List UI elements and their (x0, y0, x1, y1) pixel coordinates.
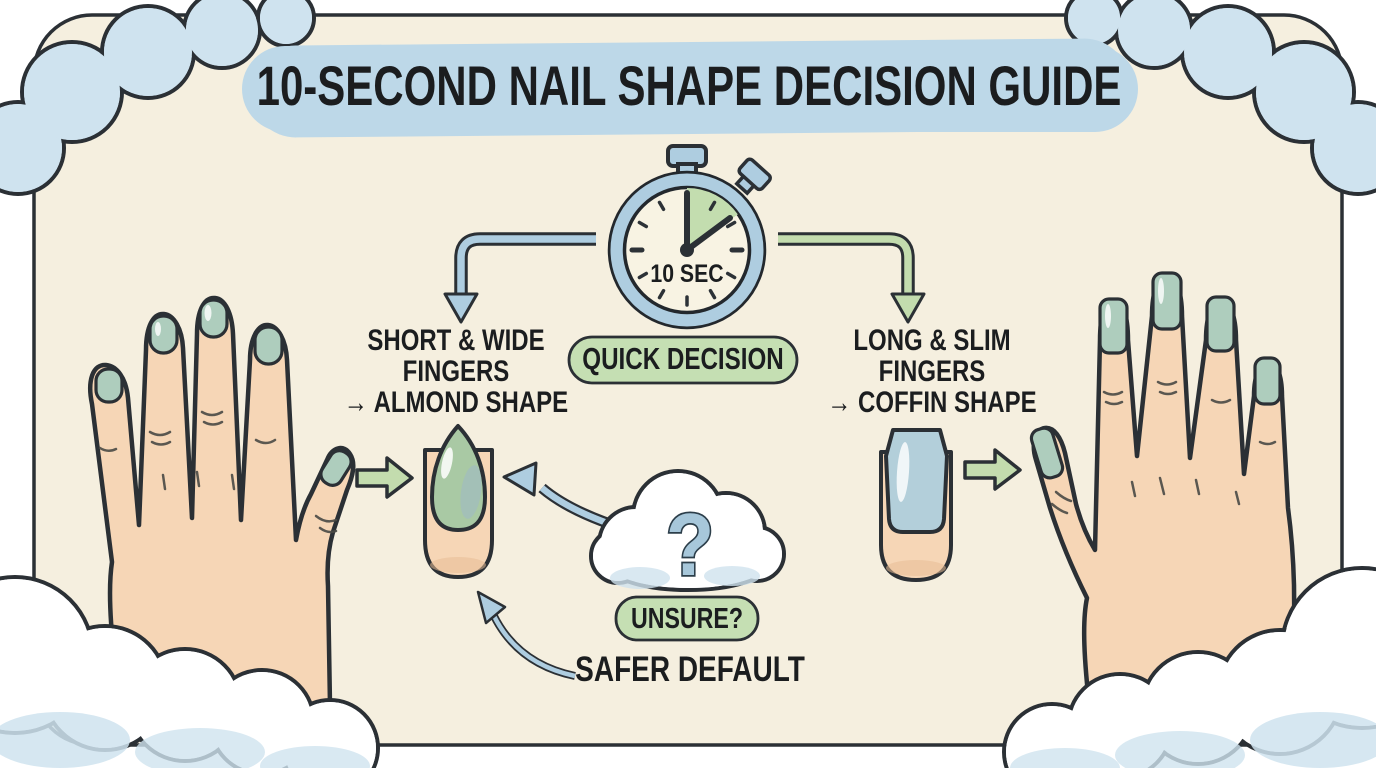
svg-text:UNSURE?: UNSURE? (631, 601, 743, 634)
right-branch-label: LONG & SLIM FINGERS → COFFIN SHAPE (827, 322, 1036, 418)
svg-text:SHORT & WIDE: SHORT & WIDE (367, 322, 544, 356)
page-title: 10-SECOND NAIL SHAPE DECISION GUIDE (257, 55, 1122, 117)
corner-cloud-bottom-right-icon (1002, 566, 1376, 768)
left-branch-arrow-icon (443, 232, 596, 324)
almond-pointer-arrow-icon (355, 456, 414, 499)
svg-text:FINGERS: FINGERS (879, 353, 986, 387)
title-banner: 10-SECOND NAIL SHAPE DECISION GUIDE (242, 38, 1138, 138)
left-branch-label: SHORT & WIDE FINGERS → ALMOND SHAPE (344, 322, 568, 418)
question-mark: ? (666, 495, 714, 594)
safer-default-label: SAFER DEFAULT (575, 649, 805, 689)
svg-text:QUICK DECISION: QUICK DECISION (582, 341, 783, 376)
svg-text:→ COFFIN SHAPE: → COFFIN SHAPE (827, 384, 1036, 418)
timer-wedge (687, 188, 738, 250)
coffin-nail-illustration (879, 428, 953, 582)
timer-label: 10 SEC (650, 259, 723, 287)
stopwatch-icon: 10 SEC (607, 144, 772, 330)
left-hand-creases (98, 410, 338, 534)
question-cloud-icon: ? (589, 469, 786, 596)
left-hand-illustration (88, 295, 356, 708)
corner-cloud-top-left-fill (0, 0, 312, 192)
clock-hands (684, 190, 733, 253)
corner-cloud-top-right-fill (1068, 0, 1376, 192)
clock-ticks (629, 193, 745, 307)
title-banner-shape2 (242, 46, 1138, 132)
right-hand-creases (1050, 380, 1277, 515)
unsure-badge: UNSURE? (614, 595, 760, 642)
corner-cloud-bottom-left-icon (0, 575, 380, 768)
right-hand-nails (1029, 271, 1282, 480)
coffin-pointer-arrow-icon (963, 448, 1022, 491)
left-hand-nails (94, 298, 353, 487)
right-branch-arrow-icon (778, 232, 926, 324)
almond-nail-illustration (423, 424, 494, 579)
svg-text:LONG & SLIM: LONG & SLIM (853, 322, 1010, 356)
right-hand-illustration (1029, 271, 1298, 715)
svg-text:→ ALMOND SHAPE: → ALMOND SHAPE (344, 384, 568, 418)
svg-text:FINGERS: FINGERS (403, 353, 510, 387)
quick-decision-badge: QUICK DECISION (567, 335, 799, 385)
safer-default-arrow-icon (476, 590, 576, 680)
